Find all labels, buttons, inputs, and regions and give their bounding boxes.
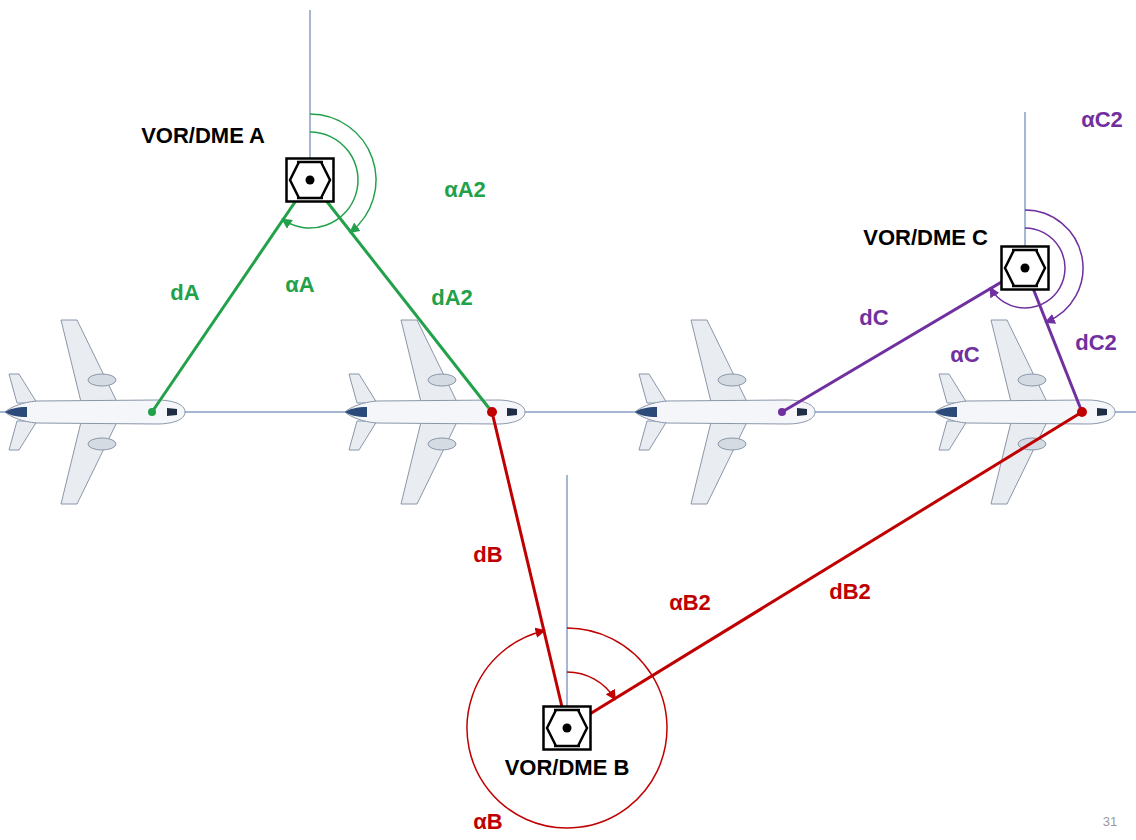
vor-dme-symbol <box>285 157 335 203</box>
station-name: VOR/DME B <box>505 755 630 781</box>
station-dot <box>1021 264 1030 273</box>
symbol-frame <box>1002 247 1049 290</box>
vor-dme-station: VOR/DME A <box>285 157 335 203</box>
distance-line <box>492 412 567 728</box>
measure-label: dB2 <box>827 580 873 604</box>
bearing-arc <box>283 132 358 228</box>
measure-label: dC <box>857 306 890 330</box>
measure-label: dA2 <box>429 286 475 310</box>
airplane <box>345 320 525 504</box>
vor-hexagon <box>547 710 587 746</box>
measure-label: αA <box>283 273 316 297</box>
vor-hexagon <box>1005 250 1045 286</box>
symbol-frame <box>544 707 591 750</box>
measure-label: αB <box>471 810 504 834</box>
airplane <box>5 320 185 504</box>
position-dot <box>778 408 786 416</box>
position-dot <box>1077 407 1087 417</box>
bearing-arc <box>467 628 667 828</box>
page-number: 31 <box>1101 815 1119 829</box>
station-name: VOR/DME C <box>863 225 988 251</box>
distance-line <box>782 268 1025 412</box>
vor-dme-station: VOR/DME B <box>542 705 592 751</box>
vor-dme-symbol <box>1000 245 1050 291</box>
north-line <box>567 475 568 728</box>
vor-dme-symbol <box>542 705 592 751</box>
measure-label: dB <box>471 543 504 567</box>
station-dot <box>563 724 572 733</box>
measure-label: αC2 <box>1079 108 1125 132</box>
position-dot <box>148 408 156 416</box>
position-dot <box>487 407 497 417</box>
measure-label: αC <box>948 343 981 367</box>
measure-label: dC2 <box>1073 331 1119 355</box>
vor-hexagon <box>290 162 330 198</box>
measure-label: dA <box>168 281 201 305</box>
station-dot <box>306 176 315 185</box>
vor-dme-station: VOR/DME C <box>1000 245 1050 291</box>
distance-line <box>310 180 492 412</box>
airplane <box>635 320 815 504</box>
measure-label: αB2 <box>667 591 713 615</box>
bearing-arc <box>991 228 1065 308</box>
north-line <box>1025 112 1026 268</box>
north-line <box>310 10 311 180</box>
distance-line <box>567 412 1082 728</box>
bearing-arc <box>567 672 615 699</box>
symbol-frame <box>287 159 334 202</box>
measure-label: αA2 <box>442 178 488 202</box>
station-name: VOR/DME A <box>141 123 265 149</box>
